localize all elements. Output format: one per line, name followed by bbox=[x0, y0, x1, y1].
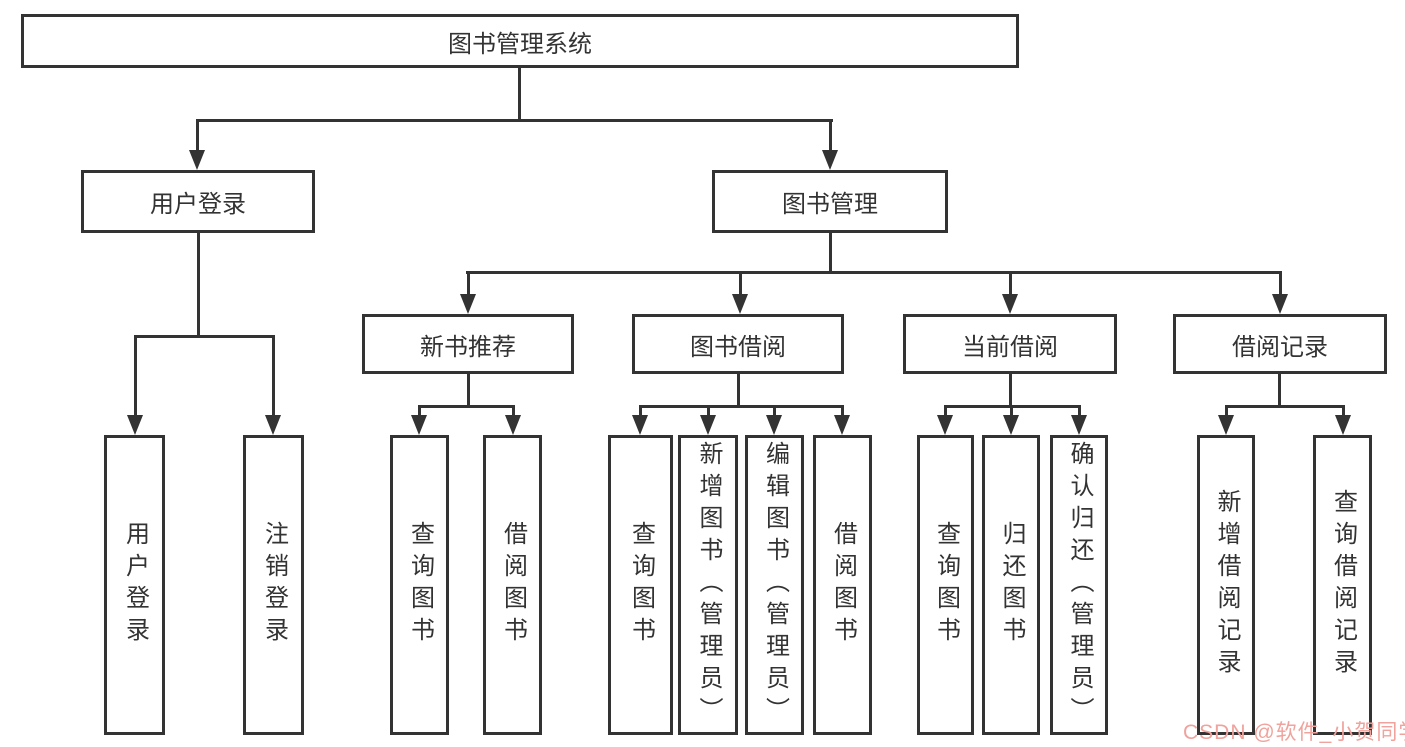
leaf-borrow-add-books-admin: 新增图书（管理员） bbox=[678, 435, 738, 735]
leaf-user-login-label: 用户登录 bbox=[121, 521, 149, 649]
node-book-management-label: 图书管理 bbox=[782, 191, 878, 218]
leaf-current-query-books: 查询图书 bbox=[917, 435, 974, 735]
connector-line bbox=[1279, 271, 1282, 296]
connector-line bbox=[1278, 374, 1281, 408]
node-borrow-records-label: 借阅记录 bbox=[1232, 333, 1328, 361]
connector-line bbox=[467, 374, 470, 408]
connector-line bbox=[829, 233, 832, 274]
arrowhead-icon bbox=[700, 415, 716, 435]
arrowhead-icon bbox=[265, 415, 281, 435]
connector-line bbox=[707, 405, 710, 417]
arrowhead-icon bbox=[460, 294, 476, 314]
arrowhead-icon bbox=[1003, 415, 1019, 435]
node-current-borrow-label: 当前借阅 bbox=[962, 333, 1058, 361]
arrowhead-icon bbox=[766, 415, 782, 435]
arrowhead-icon bbox=[1335, 415, 1351, 435]
leaf-user-login: 用户登录 bbox=[104, 435, 165, 735]
connector-line bbox=[466, 271, 1282, 274]
leaf-logout: 注销登录 bbox=[243, 435, 304, 735]
leaf-borrow-add-books-admin-label: 新增图书（管理员） bbox=[695, 441, 722, 729]
connector-line bbox=[1009, 374, 1012, 408]
leaf-current-query-books-label: 查询图书 bbox=[932, 521, 960, 649]
node-borrow-records: 借阅记录 bbox=[1173, 314, 1387, 374]
connector-line bbox=[1078, 405, 1081, 417]
arrowhead-icon bbox=[937, 415, 953, 435]
node-root: 图书管理系统 bbox=[21, 14, 1019, 68]
connector-line bbox=[1010, 405, 1013, 417]
node-new-book-recommend: 新书推荐 bbox=[362, 314, 574, 374]
connector-line bbox=[737, 374, 740, 408]
arrowhead-icon bbox=[1218, 415, 1234, 435]
arrowhead-icon bbox=[411, 415, 427, 435]
connector-line bbox=[134, 335, 275, 338]
connector-line bbox=[467, 271, 470, 296]
arrowhead-icon bbox=[834, 415, 850, 435]
leaf-records-add-record-label: 新增借阅记录 bbox=[1213, 489, 1240, 681]
connector-line bbox=[639, 405, 642, 417]
leaf-borrow-edit-books-admin-label: 编辑图书（管理员） bbox=[761, 441, 789, 729]
csdn-watermark: CSDN @软件_小贺同学 bbox=[1183, 721, 1405, 744]
arrowhead-icon bbox=[822, 150, 838, 170]
connector-line bbox=[1225, 405, 1345, 408]
leaf-newbook-query-books-label: 查询图书 bbox=[406, 521, 434, 649]
connector-line bbox=[1342, 405, 1345, 417]
connector-line bbox=[739, 271, 742, 296]
connector-line bbox=[272, 335, 275, 417]
arrowhead-icon bbox=[189, 150, 205, 170]
connector-line bbox=[1225, 405, 1228, 417]
arrowhead-icon bbox=[505, 415, 521, 435]
connector-line bbox=[196, 119, 199, 152]
connector-line bbox=[1009, 271, 1012, 296]
leaf-records-query-record-label: 查询借阅记录 bbox=[1329, 489, 1357, 681]
arrowhead-icon bbox=[1272, 294, 1288, 314]
leaf-borrow-borrow-books-label: 借阅图书 bbox=[829, 521, 857, 649]
node-current-borrow: 当前借阅 bbox=[903, 314, 1117, 374]
connector-line bbox=[829, 119, 832, 152]
connector-line bbox=[418, 405, 515, 408]
leaf-records-add-record: 新增借阅记录 bbox=[1197, 435, 1255, 735]
connector-line bbox=[197, 233, 200, 338]
arrowhead-icon bbox=[1071, 415, 1087, 435]
leaf-borrow-query-books: 查询图书 bbox=[608, 435, 673, 735]
node-book-borrow-label: 图书借阅 bbox=[690, 333, 786, 361]
arrowhead-icon bbox=[1002, 294, 1018, 314]
leaf-newbook-query-books: 查询图书 bbox=[390, 435, 449, 735]
connector-line bbox=[518, 68, 521, 122]
leaf-logout-label: 注销登录 bbox=[260, 521, 288, 649]
arrowhead-icon bbox=[127, 415, 143, 435]
arrowhead-icon bbox=[632, 415, 648, 435]
leaf-records-query-record: 查询借阅记录 bbox=[1313, 435, 1372, 735]
node-book-management: 图书管理 bbox=[712, 170, 948, 233]
node-user-login-label: 用户登录 bbox=[150, 191, 246, 218]
leaf-borrow-borrow-books: 借阅图书 bbox=[813, 435, 872, 735]
node-user-login: 用户登录 bbox=[81, 170, 315, 233]
connector-line bbox=[639, 405, 844, 408]
leaf-current-confirm-return-admin-label: 确认归还（管理员） bbox=[1066, 441, 1093, 729]
connector-line bbox=[841, 405, 844, 417]
node-new-book-recommend-label: 新书推荐 bbox=[420, 333, 516, 361]
node-root-label: 图书管理系统 bbox=[448, 30, 592, 58]
leaf-current-confirm-return-admin: 确认归还（管理员） bbox=[1050, 435, 1108, 735]
leaf-borrow-query-books-label: 查询图书 bbox=[627, 521, 655, 649]
leaf-newbook-borrow-books-label: 借阅图书 bbox=[499, 521, 527, 649]
connector-line bbox=[418, 405, 421, 417]
leaf-current-return-books-label: 归还图书 bbox=[998, 521, 1025, 649]
connector-line bbox=[944, 405, 947, 417]
connector-line bbox=[134, 335, 137, 417]
node-book-borrow: 图书借阅 bbox=[632, 314, 844, 374]
connector-line bbox=[196, 119, 833, 122]
leaf-current-return-books: 归还图书 bbox=[982, 435, 1040, 735]
connector-line bbox=[773, 405, 776, 417]
leaf-newbook-borrow-books: 借阅图书 bbox=[483, 435, 542, 735]
connector-line bbox=[512, 405, 515, 417]
arrowhead-icon bbox=[732, 294, 748, 314]
leaf-borrow-edit-books-admin: 编辑图书（管理员） bbox=[745, 435, 804, 735]
